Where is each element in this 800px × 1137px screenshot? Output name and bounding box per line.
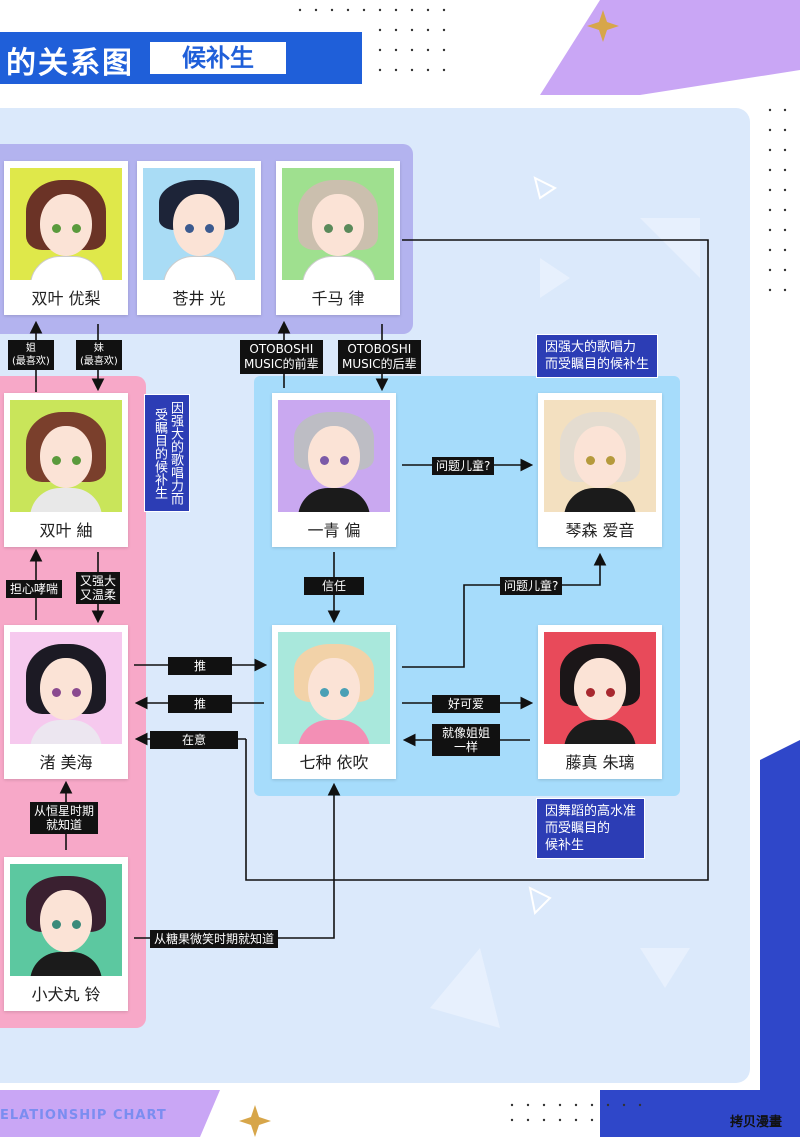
label-cute: 好可爱 xyxy=(432,695,500,713)
name-futaba-tsumugi: 双叶 紬 xyxy=(39,521,93,540)
name-aoi-hikaru: 苍井 光 xyxy=(172,289,226,308)
portrait-aoi-hikaru xyxy=(143,168,255,280)
panel-triangles xyxy=(430,176,700,1028)
label-problem-child-2: 问题儿童? xyxy=(500,577,563,595)
label-push-1: 推 xyxy=(168,657,232,675)
label-since-star: 从恒星时期 就知道 xyxy=(30,802,99,834)
card-futaba-yuri[interactable]: 双叶 优梨 xyxy=(4,161,128,315)
name-koinumaru-rin: 小犬丸 铃 xyxy=(31,985,101,1004)
label-older-sister: 姐 (最喜欢) xyxy=(8,340,54,370)
page-title: 的关系图 xyxy=(6,46,134,81)
card-kotomori-aine[interactable]: 琴森 爱音 xyxy=(538,393,662,547)
watermark: 拷贝漫畫 xyxy=(730,1115,783,1130)
note-shuri: 因舞蹈的高水准 而受瞩目的 候补生 xyxy=(536,798,646,859)
card-aoi-hikaru[interactable]: 苍井 光 xyxy=(137,161,261,315)
label-younger-sister: 妹 (最喜欢) xyxy=(76,340,122,370)
card-futaba-tsumugi[interactable]: 双叶 紬 xyxy=(4,393,128,547)
label-care: 在意 xyxy=(150,731,238,749)
name-kotomori-aine: 琴森 爱音 xyxy=(565,521,635,540)
portrait-nanakusa-ibuki xyxy=(278,632,390,744)
portrait-chima-ritsu xyxy=(282,168,394,280)
card-ichinose-kanade[interactable]: 一青 偏 xyxy=(272,393,396,547)
card-koinumaru-rin[interactable]: 小犬丸 铃 xyxy=(4,857,128,1011)
label-problem-child-1: 问题儿童? xyxy=(432,457,495,475)
label-push-2: 推 xyxy=(168,695,232,713)
portrait-kotomori-aine xyxy=(544,400,656,512)
name-nanakusa-ibuki: 七种 依吹 xyxy=(299,753,369,772)
card-fujima-shuri[interactable]: 藤真 朱璃 xyxy=(538,625,662,779)
label-strong-gentle: 又强大 又温柔 xyxy=(76,572,121,604)
label-trust: 信任 xyxy=(304,577,364,595)
note-aine: 因强大的歌唱力 而受瞩目的候补生 xyxy=(536,334,659,378)
name-nagisa-miumi: 渚 美海 xyxy=(39,753,93,772)
card-chima-ritsu[interactable]: 千马 律 xyxy=(276,161,400,315)
label-since-candy: 从糖果微笑时期就知道 xyxy=(150,930,279,948)
portrait-koinumaru-rin xyxy=(10,864,122,976)
portrait-ichinose-kanade xyxy=(278,400,390,512)
name-chima-ritsu: 千马 律 xyxy=(311,289,365,308)
label-like-sister: 就像姐姐 一样 xyxy=(432,724,500,756)
name-fujima-shuri: 藤真 朱璃 xyxy=(565,753,635,772)
portrait-fujima-shuri xyxy=(544,632,656,744)
title-tag: 候补生 xyxy=(150,42,286,74)
name-ichinose-kanade: 一青 偏 xyxy=(307,521,361,540)
label-senior: OTOBOSHI MUSIC的前辈 xyxy=(240,340,323,374)
portrait-nagisa-miumi xyxy=(10,632,122,744)
note-tsumugi: 因强大的歌唱力而受瞩目的候补生 xyxy=(144,394,190,512)
label-worry: 担心哮喘 xyxy=(6,580,63,598)
label-junior: OTOBOSHI MUSIC的后辈 xyxy=(338,340,421,374)
chart-label: ELATIONSHIP CHART xyxy=(0,1108,167,1123)
name-futaba-yuri: 双叶 优梨 xyxy=(31,289,101,308)
portrait-futaba-yuri xyxy=(10,168,122,280)
card-nagisa-miumi[interactable]: 渚 美海 xyxy=(4,625,128,779)
card-nanakusa-ibuki[interactable]: 七种 依吹 xyxy=(272,625,396,779)
portrait-futaba-tsumugi xyxy=(10,400,122,512)
